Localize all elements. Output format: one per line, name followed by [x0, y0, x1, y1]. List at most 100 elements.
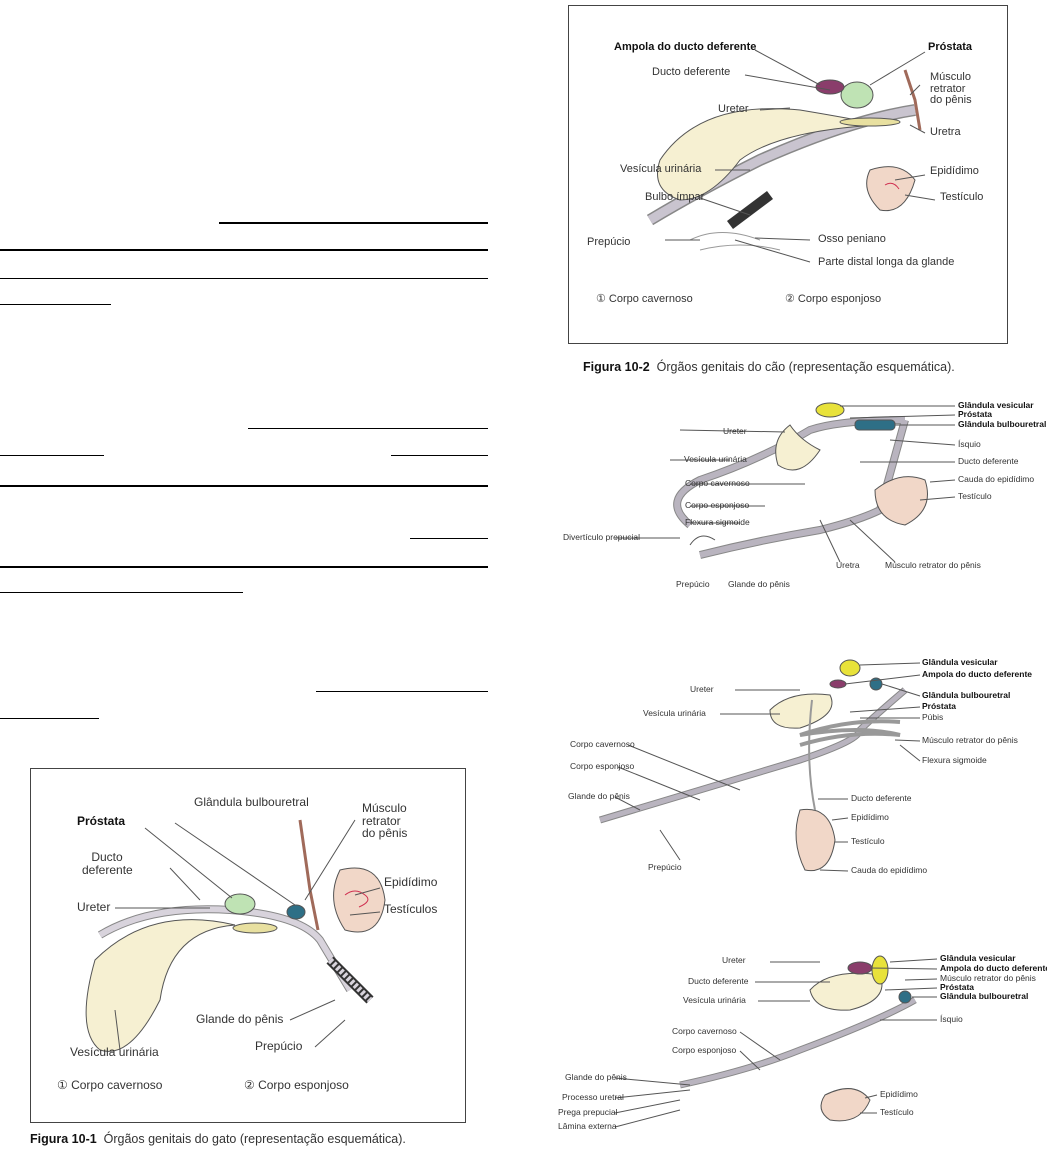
label: Próstata	[958, 409, 993, 419]
blank-line[interactable]	[0, 455, 104, 456]
label: Lâmina externa	[558, 1121, 617, 1131]
label: Uretra	[836, 560, 860, 570]
blank-line[interactable]	[0, 249, 488, 251]
blank-line[interactable]	[0, 566, 488, 568]
label-vesicula: Vesícula urinária	[620, 163, 702, 175]
figure-dog-frame	[568, 5, 1008, 344]
label-vesicula: Vesícula urinária	[70, 1045, 159, 1059]
label: Corpo esponjoso	[672, 1045, 737, 1055]
label: Cauda do epidídimo	[851, 865, 928, 875]
label: Testículo	[880, 1107, 914, 1117]
label: Corpo esponjoso	[685, 500, 750, 510]
label-glande: Glande do pênis	[196, 1012, 284, 1026]
label-prepucio: Prepúcio	[255, 1039, 303, 1053]
label-corpo-esponjoso: ② Corpo esponjoso	[785, 293, 882, 305]
label: Ureter	[723, 426, 747, 436]
figure-cat-caption: Figura 10-1 Órgãos genitais do gato (rep…	[30, 1132, 406, 1146]
label: Glande do pênis	[565, 1072, 627, 1082]
label: Ureter	[722, 955, 746, 965]
blank-line[interactable]	[0, 718, 99, 719]
label: Corpo cavernoso	[672, 1026, 737, 1036]
ruminant3-diagram	[614, 955, 938, 1128]
label: Flexura sigmoide	[685, 517, 750, 527]
label: Prega prepucial	[558, 1107, 618, 1117]
label: Glândula bulbouretral	[922, 690, 1011, 700]
label: Ducto deferente	[958, 456, 1019, 466]
caption-number: Figura 10-1	[30, 1132, 97, 1146]
blank-line[interactable]	[316, 691, 488, 692]
label: Epidídimo	[880, 1089, 918, 1099]
label-ducto-deferente: Ducto deferente	[82, 850, 133, 877]
blank-line[interactable]	[0, 278, 488, 279]
label: Glândula vesicular	[940, 953, 1016, 963]
cat-bladder	[85, 919, 236, 1052]
label-osso-peniano: Osso peniano	[818, 233, 886, 245]
label: Ducto deferente	[688, 976, 749, 986]
caption-number: Figura 10-2	[583, 360, 650, 374]
label-epididimo: Epidídimo	[930, 165, 979, 177]
label: Músculo retrator do pênis	[922, 735, 1018, 745]
label: Flexura sigmoide	[922, 755, 987, 765]
label: Corpo esponjoso	[570, 761, 635, 771]
label: Glande do pênis	[568, 791, 630, 801]
label: Glande do pênis	[728, 579, 790, 589]
label-prepucio: Prepúcio	[587, 236, 631, 248]
label: Ducto deferente	[851, 793, 912, 803]
label: Divertículo prepucial	[563, 532, 641, 542]
label: Ampola do ducto deferente	[940, 963, 1047, 973]
figure-dog-caption: Figura 10-2 Órgãos genitais do cão (repr…	[583, 360, 955, 374]
label-ureter: Ureter	[718, 103, 749, 115]
label-ureter: Ureter	[77, 900, 111, 914]
blank-line[interactable]	[0, 592, 243, 593]
label: Epidídimo	[851, 812, 889, 822]
figure-cat-frame	[30, 768, 466, 1123]
label: Músculo retrator do pênis	[885, 560, 981, 570]
label: Glândula vesicular	[958, 400, 1034, 410]
bull-diagram	[615, 402, 956, 563]
blank-line[interactable]	[0, 485, 488, 487]
caption-text: Órgãos genitais do cão (representação es…	[656, 360, 955, 374]
label: Processo uretral	[562, 1092, 624, 1102]
label: Próstata	[922, 701, 957, 711]
label: Púbis	[922, 712, 944, 722]
blank-line[interactable]	[391, 455, 488, 456]
label: Prepúcio	[676, 579, 710, 589]
label: Ísquio	[940, 1014, 963, 1024]
label: Corpo cavernoso	[570, 739, 635, 749]
label: Glândula vesicular	[922, 657, 998, 667]
ruminant2-diagram	[598, 659, 921, 872]
label-musculo-retrator: Músculo retrator do pênis	[362, 801, 408, 841]
dog-testis	[866, 166, 916, 212]
label: Testículo	[958, 491, 992, 501]
label-ampola: Ampola do ducto deferente	[614, 41, 757, 53]
label: Prepúcio	[648, 862, 682, 872]
blank-line[interactable]	[248, 428, 488, 429]
label: Ampola do ducto deferente	[922, 669, 1033, 679]
label: Vesícula urinária	[643, 708, 706, 718]
label-corpo-esponjoso: ② Corpo esponjoso	[244, 1078, 349, 1092]
label-epididimo: Epidídimo	[384, 875, 438, 889]
label-musculo-retrator: Músculo retrator do pênis	[930, 71, 972, 107]
label: Glândula bulbouretral	[958, 419, 1047, 429]
cat-testis	[333, 867, 386, 933]
blank-line[interactable]	[0, 304, 111, 305]
label: Ureter	[690, 684, 714, 694]
cat-diagram	[85, 819, 386, 1052]
label-testiculos: Testículos	[384, 902, 438, 916]
label-ducto-deferente: Ducto deferente	[652, 66, 731, 78]
label-prostata: Próstata	[77, 814, 126, 828]
blank-line[interactable]	[410, 538, 488, 539]
label-testiculo: Testículo	[940, 191, 984, 203]
label: Ísquio	[958, 439, 981, 449]
label-uretra: Uretra	[930, 126, 961, 138]
label: Músculo retrator do pênis	[940, 973, 1036, 983]
blank-line[interactable]	[219, 222, 488, 224]
label: Corpo cavernoso	[685, 478, 750, 488]
label-prostata: Próstata	[928, 41, 973, 53]
label: Próstata	[940, 982, 975, 992]
label-corpo-cavernoso: ① Corpo cavernoso	[596, 293, 693, 305]
label-corpo-cavernoso: ① Corpo cavernoso	[57, 1078, 163, 1092]
label-parte-distal: Parte distal longa da glande	[818, 256, 955, 268]
dog-diagram	[646, 49, 936, 263]
